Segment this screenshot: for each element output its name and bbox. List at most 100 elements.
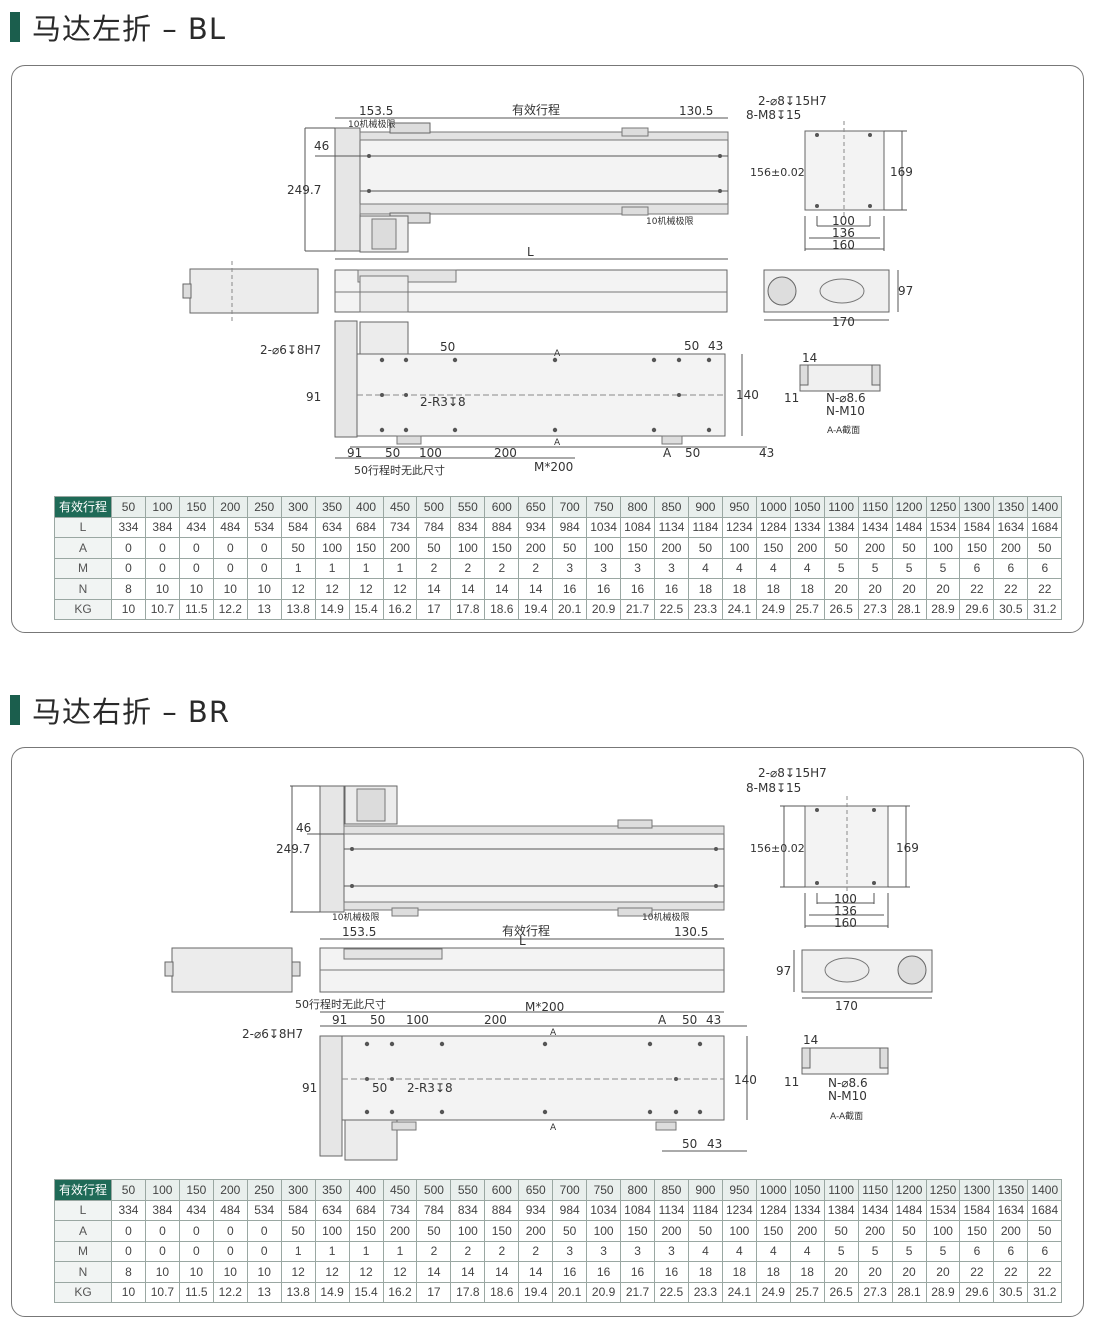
end-tap-label: 8-M8↧15 [746, 781, 801, 795]
table-cell: 1034 [586, 1199, 622, 1221]
end-height: 169 [896, 841, 919, 855]
table-cell: 0 [178, 557, 214, 579]
table-cell: 250 [246, 496, 282, 518]
table-cell: 200 [654, 537, 689, 559]
table-cell: 18 [755, 1261, 791, 1283]
table-cell: 150 [178, 496, 214, 518]
table-cell: 500 [416, 496, 452, 518]
table-cell: 600 [484, 1179, 520, 1201]
table-cell: 4 [755, 557, 791, 579]
table-cell: 200 [518, 1220, 554, 1242]
table-cell: 5 [823, 1240, 859, 1262]
dim-50-right: 50 [682, 1137, 697, 1151]
table-cell: 100 [925, 537, 961, 559]
table-cell: 734 [382, 1199, 418, 1221]
table-cell: 150 [620, 1220, 655, 1242]
table-cell: 100 [314, 1220, 350, 1242]
table-cell: 50 [111, 1179, 146, 1201]
side-width: 170 [832, 315, 855, 329]
table-cell: 100 [450, 1220, 486, 1242]
row-header: L [54, 1199, 112, 1221]
table-cell: 4 [755, 1240, 791, 1262]
table-cell: 13 [246, 1281, 282, 1303]
table-cell: 0 [178, 1220, 214, 1242]
table-cell: 1684 [1027, 1199, 1063, 1221]
dim-50-bottom: 50 [385, 446, 400, 460]
table-cell: 22 [1027, 578, 1063, 600]
dim-249-7: 249.7 [287, 183, 321, 197]
table-cell: 6 [993, 1240, 1029, 1262]
table-cell: 21.7 [620, 598, 655, 620]
table-cell: 24.1 [721, 598, 757, 620]
table-cell: 384 [144, 516, 180, 538]
drawing-bl: 153.5 有效行程 130.5 10机械极限 10机械极限 46 249.7 … [182, 94, 913, 477]
end-w160: 160 [834, 916, 857, 930]
dim-limit-bottom: 10机械极限 [642, 911, 689, 923]
table-cell: 10.7 [144, 598, 180, 620]
table-cell: 350 [314, 496, 350, 518]
row-header: A [54, 537, 112, 559]
bottom-view [319, 1011, 748, 1161]
table-cell: 200 [654, 1220, 689, 1242]
table-cell: 16.2 [382, 1281, 418, 1303]
table-cell: 50 [416, 537, 452, 559]
table-cell: 10 [178, 578, 214, 600]
motor-side-view [164, 947, 301, 993]
table-cell: 400 [348, 496, 384, 518]
table-cell: 50 [1027, 537, 1063, 559]
table-cell: 6 [993, 557, 1029, 579]
table-cell: 150 [959, 1220, 995, 1242]
table-cell: 1250 [925, 496, 961, 518]
table-cell: 1 [314, 557, 350, 579]
dim-50-top: 50 [440, 340, 455, 354]
table-cell: 19.4 [518, 1281, 554, 1303]
table-cell: 634 [314, 516, 350, 538]
table-cell: 1050 [789, 1179, 825, 1201]
dim-effective-stroke: 有效行程 [512, 102, 560, 117]
dim-153-5: 153.5 [342, 925, 376, 939]
table-cell: 1484 [891, 1199, 927, 1221]
front-view [319, 947, 725, 993]
section-AA: A-A截面 [827, 424, 860, 436]
table-cell: 1334 [789, 1199, 825, 1221]
section-title-br: 马达右折 – BR [10, 693, 230, 729]
table-cell: 20 [891, 1261, 927, 1283]
table-cell: 1584 [959, 1199, 995, 1221]
table-cell: 18 [789, 1261, 825, 1283]
table-cell: 3 [654, 557, 689, 579]
table-cell: 684 [348, 516, 384, 538]
title-accent-bar [10, 12, 20, 42]
table-cell: 29.6 [959, 1281, 995, 1303]
table-cell: 16.2 [382, 598, 418, 620]
table-cell: 20.9 [586, 598, 622, 620]
dim-limit-bottom: 10机械极限 [646, 215, 693, 227]
table-cell: 22 [993, 1261, 1029, 1283]
table-cell: 12 [314, 578, 350, 600]
row-header: M [54, 557, 112, 579]
table-cell: 1 [348, 1240, 384, 1262]
table-cell: 1084 [620, 516, 655, 538]
table-cell: 0 [212, 557, 248, 579]
table-cell: 950 [721, 1179, 757, 1201]
table-cell: 1300 [959, 1179, 995, 1201]
arrow-A-bottom: A [554, 438, 561, 448]
table-cell: 16 [620, 1261, 655, 1283]
table-cell: 12 [382, 578, 418, 600]
table-cell: 3 [620, 1240, 655, 1262]
table-cell: 22 [959, 578, 995, 600]
dim-43-bottom: 43 [759, 446, 774, 460]
section-title-bl: 马达左折 – BL [10, 10, 226, 46]
table-cell: 16 [552, 578, 588, 600]
table-cell: 24.1 [721, 1281, 757, 1303]
table-cell: 28.9 [925, 598, 961, 620]
table-cell: 10 [111, 1281, 146, 1303]
table-cell: 200 [212, 1179, 248, 1201]
table-cell: 2 [450, 557, 486, 579]
table-cell: 50 [1027, 1220, 1063, 1242]
dim-50-top: 50 [372, 1081, 387, 1095]
table-cell: 1334 [789, 516, 825, 538]
